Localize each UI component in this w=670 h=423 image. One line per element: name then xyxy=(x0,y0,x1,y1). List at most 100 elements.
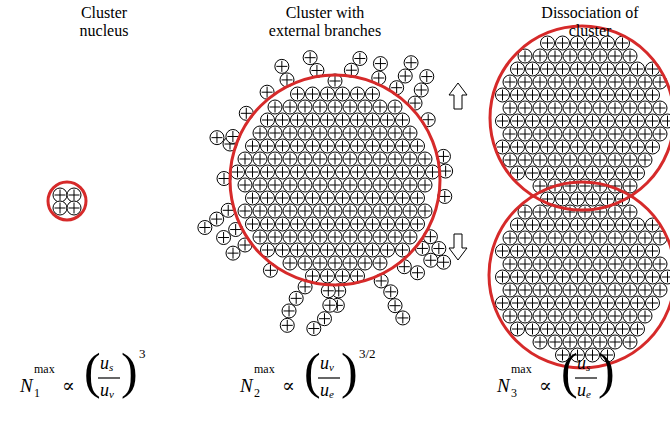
particle-circle xyxy=(548,101,562,115)
particle-circle xyxy=(601,322,615,336)
particle xyxy=(323,298,337,312)
particle-plus xyxy=(600,181,601,192)
particle-plus xyxy=(275,128,276,139)
particle xyxy=(533,335,547,349)
particle xyxy=(548,127,562,141)
particle-circle xyxy=(548,153,562,167)
particle-circle xyxy=(503,101,517,115)
particle-plus xyxy=(425,154,426,165)
particle-plus xyxy=(525,311,526,322)
particle-plus xyxy=(312,193,313,204)
particle-plus xyxy=(607,298,608,309)
particle xyxy=(404,56,418,70)
particle xyxy=(511,296,525,310)
particle-circle xyxy=(217,231,231,245)
particle xyxy=(253,152,267,166)
particle xyxy=(608,153,622,167)
particle-circle xyxy=(533,283,547,297)
particle-plus xyxy=(275,232,276,243)
particle-plus xyxy=(350,232,351,243)
particle xyxy=(563,153,577,167)
particle xyxy=(343,126,357,140)
particle-plus xyxy=(320,128,321,139)
particle-circle xyxy=(336,243,350,257)
particle xyxy=(623,283,637,297)
particle-plus xyxy=(652,298,653,309)
particle-circle xyxy=(631,62,645,76)
particle xyxy=(526,166,540,180)
particle xyxy=(298,100,312,114)
particle xyxy=(298,256,312,270)
particle-plus xyxy=(607,64,608,75)
particle-circle xyxy=(533,127,547,141)
particle-circle xyxy=(503,283,517,297)
particle-plus xyxy=(417,267,418,278)
particle xyxy=(623,49,637,63)
particle xyxy=(518,153,532,167)
particle-plus xyxy=(637,142,638,153)
particle-plus xyxy=(577,298,578,309)
particle xyxy=(586,218,600,232)
particle xyxy=(403,230,417,244)
particle-plus xyxy=(402,312,403,323)
particle-plus xyxy=(592,324,593,335)
particle xyxy=(503,257,517,271)
particle xyxy=(578,231,592,245)
particle-circle xyxy=(623,257,637,271)
particle-circle xyxy=(556,218,570,232)
particle xyxy=(276,243,290,257)
particle-circle xyxy=(533,75,547,89)
particle-plus xyxy=(562,194,563,205)
particle-circle xyxy=(601,114,615,128)
particle-plus xyxy=(600,259,601,270)
particle-circle xyxy=(661,270,670,284)
particle xyxy=(541,88,555,102)
particle xyxy=(313,178,327,192)
particle-circle xyxy=(321,165,335,179)
particle-plus xyxy=(615,51,616,62)
particle xyxy=(548,231,562,245)
particle xyxy=(631,244,645,258)
particle-circle xyxy=(526,88,540,102)
particle-circle xyxy=(414,83,428,97)
particle xyxy=(541,270,555,284)
particle-circle xyxy=(336,191,350,205)
particle xyxy=(396,165,410,179)
particle xyxy=(518,257,532,271)
particle-plus xyxy=(372,167,373,178)
particle xyxy=(623,335,637,349)
particle xyxy=(593,75,607,89)
particle-plus xyxy=(517,64,518,75)
particle xyxy=(373,100,387,114)
particle-plus xyxy=(660,285,661,296)
particle-circle xyxy=(638,153,652,167)
particle-circle xyxy=(313,100,327,114)
particle-circle xyxy=(586,166,600,180)
particle xyxy=(638,153,652,167)
particle-circle xyxy=(321,113,335,127)
particle-plus xyxy=(387,167,388,178)
particle-plus xyxy=(267,219,268,230)
particle-circle xyxy=(351,191,365,205)
particle xyxy=(578,257,592,271)
particle xyxy=(280,318,294,332)
particle-circle xyxy=(571,166,585,180)
particle-plus xyxy=(402,115,403,126)
particle-plus xyxy=(637,116,638,127)
particle-plus xyxy=(372,89,373,100)
particle xyxy=(306,139,320,153)
particle-circle xyxy=(358,178,372,192)
formula-symbol: u xyxy=(577,381,586,399)
particle xyxy=(336,217,350,231)
particle xyxy=(601,244,615,258)
particle xyxy=(608,283,622,297)
particle-plus xyxy=(517,246,518,257)
particle-circle xyxy=(261,191,275,205)
down-arrow xyxy=(449,234,467,260)
particle-plus xyxy=(245,240,246,251)
particle-plus xyxy=(342,219,343,230)
particle-circle xyxy=(321,191,335,205)
particle-plus xyxy=(615,207,616,218)
particle xyxy=(571,322,585,336)
